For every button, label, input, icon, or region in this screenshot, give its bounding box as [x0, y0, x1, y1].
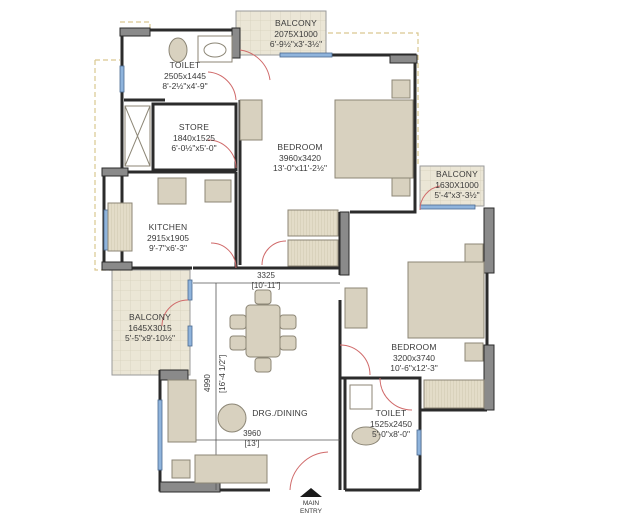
entry-arrow-icon	[300, 488, 322, 497]
door-swings	[161, 49, 441, 491]
windows	[103, 52, 476, 471]
balcony-top	[235, 10, 327, 56]
room-label-balcony-right: BALCONY 1630X1000 5'-4"x3'-3½"	[434, 169, 480, 201]
balcony-right	[419, 165, 485, 207]
room-label-balcony-left: BALCONY 1645X3015 5'-5"x9'-10½"	[125, 312, 175, 344]
columns	[101, 27, 495, 493]
room-label-balcony-top: BALCONY 2075X1000 6'-9½"x3'-3½"	[269, 18, 323, 50]
furniture	[107, 35, 485, 484]
dimension-living-depth-imperial: [16'-4 1/2"]	[218, 354, 227, 393]
room-label-toilet-bottom: TOILET 1525x2450 5'-0"x8'-0"	[369, 408, 413, 440]
room-label-bedroom-1: BEDROOM 3960x3420 13'-0"x11'-2½"	[272, 142, 328, 174]
dimension-living-width: 3960 [13']	[243, 429, 261, 448]
dimension-dining-width: 3325 [10'-11"]	[251, 271, 281, 290]
room-label-bedroom-2: BEDROOM 3200x3740 10'-6"x12'-3"	[390, 342, 438, 374]
room-label-store: STORE 1840x1525 6'-0½"x5'-0"	[171, 122, 217, 154]
room-label-drg-dining: DRG./DINING	[252, 408, 308, 418]
balcony-left	[111, 269, 191, 376]
room-label-toilet-top: TOILET 2505x1445 8'-2½"x4'-9"	[162, 60, 208, 92]
main-entry-label: MAIN ENTRY	[300, 500, 322, 515]
room-label-kitchen: KITCHEN 2915x1905 9'-7"x6'-3"	[146, 222, 190, 254]
dimension-living-depth-metric: 4990	[203, 374, 212, 392]
